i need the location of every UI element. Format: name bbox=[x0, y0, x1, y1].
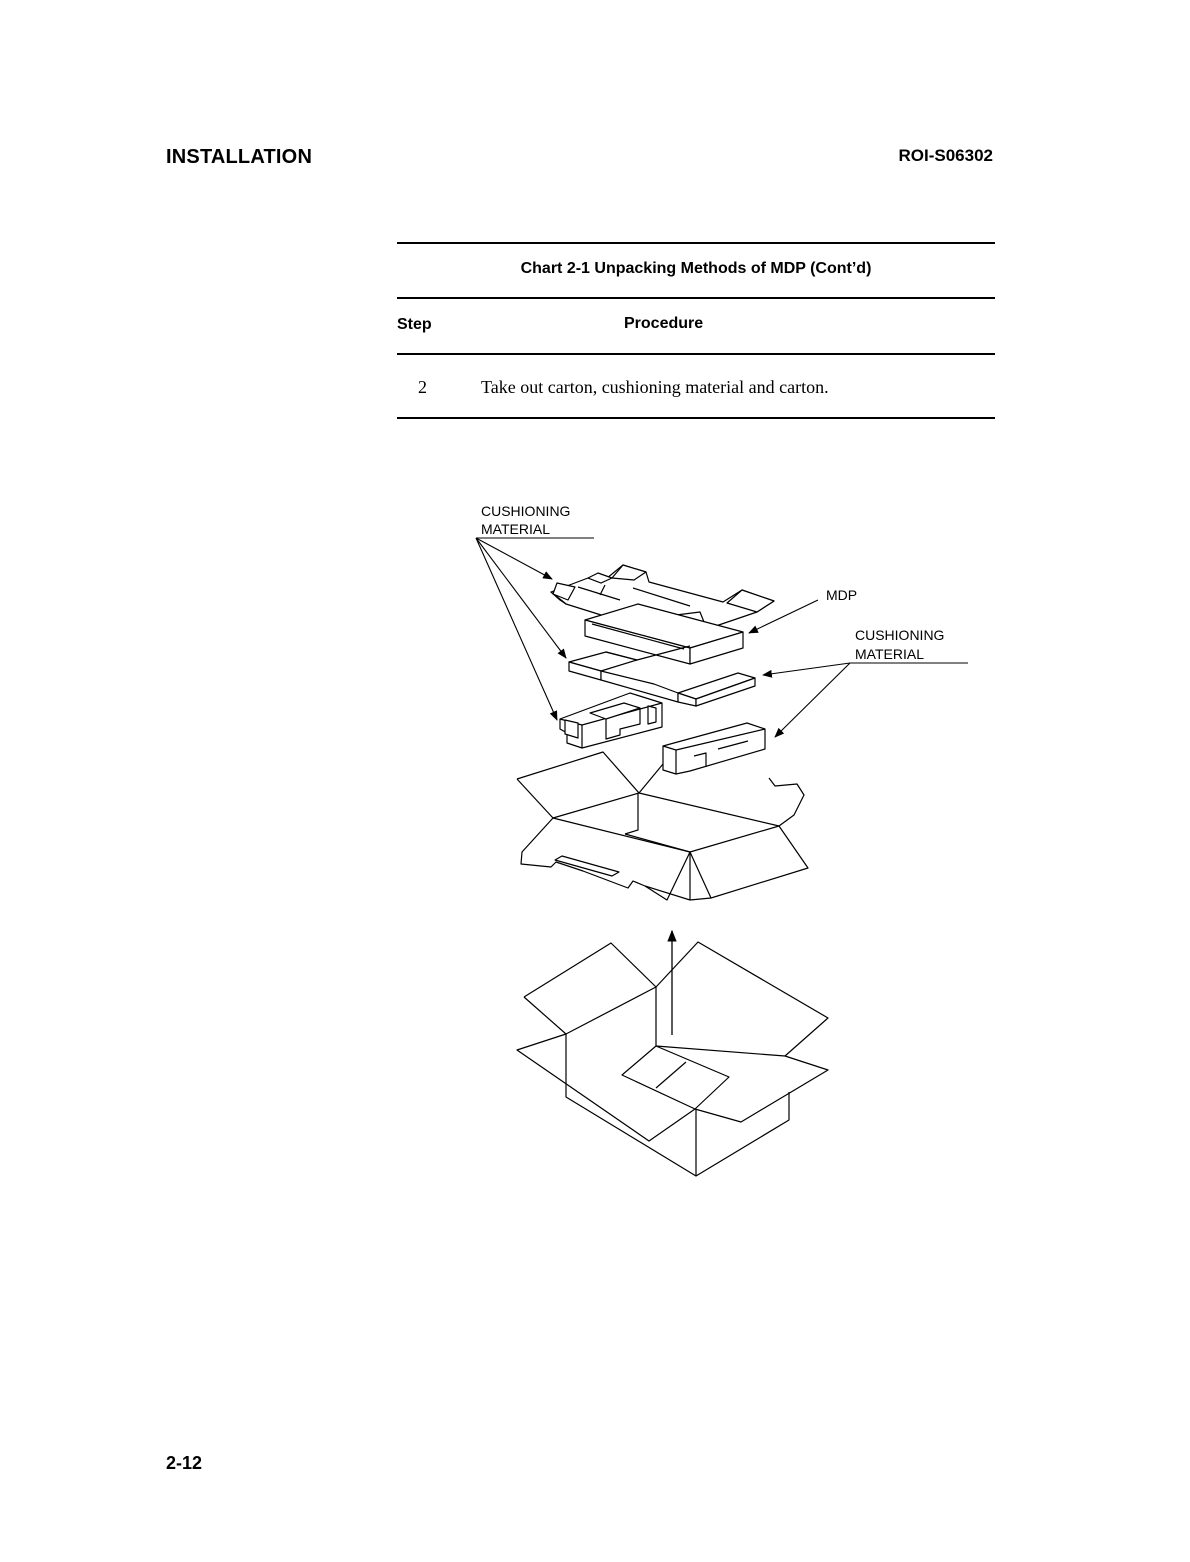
cushioning-end-cap-right bbox=[663, 723, 765, 774]
label-cushioning-left-line1: CUSHIONING bbox=[481, 503, 570, 519]
label-cushioning-right-line2: MATERIAL bbox=[855, 646, 924, 662]
label-cushioning-right-line1: CUSHIONING bbox=[855, 627, 944, 643]
inner-carton bbox=[517, 752, 808, 900]
label-mdp: MDP bbox=[826, 587, 857, 603]
page-number: 2-12 bbox=[166, 1453, 202, 1474]
label-cushioning-left-line2: MATERIAL bbox=[481, 521, 550, 537]
leader-lines-right bbox=[763, 663, 850, 737]
leader-lines-left bbox=[476, 538, 566, 720]
cushioning-end-cap-left bbox=[560, 693, 662, 748]
